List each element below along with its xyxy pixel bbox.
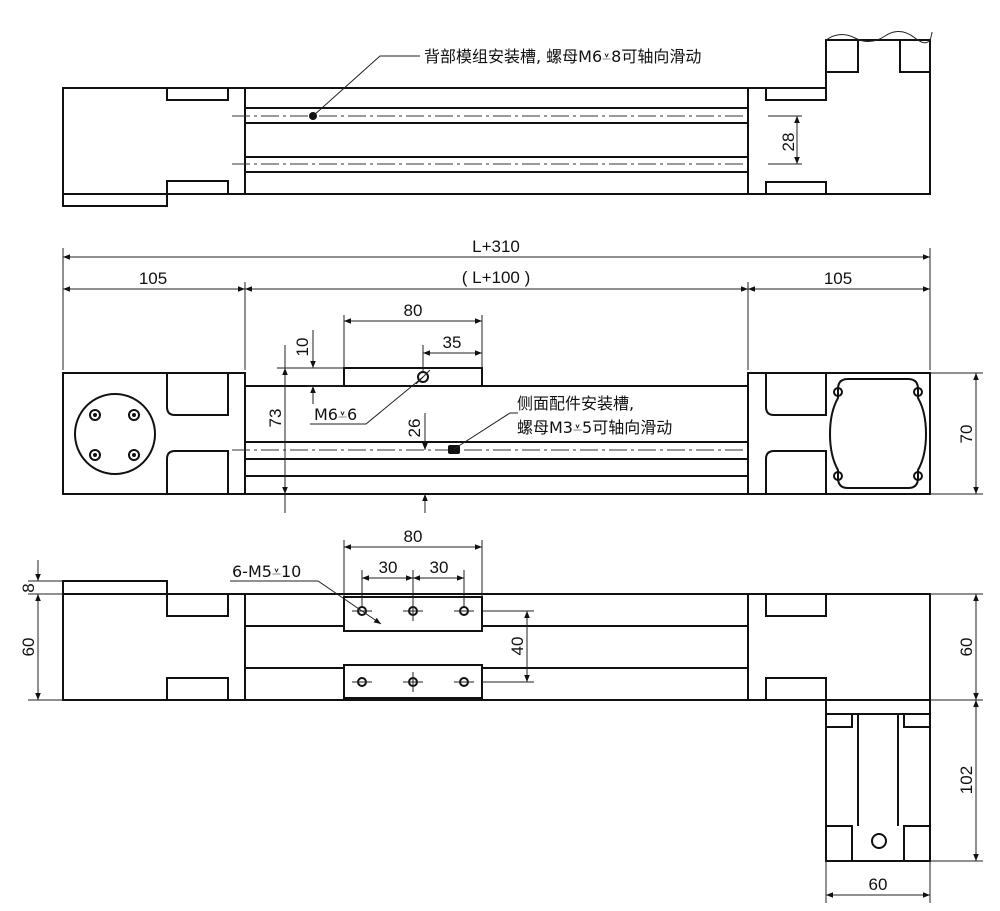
dim-73-label: 73	[266, 409, 285, 428]
bottom-right-notch-lower	[765, 677, 827, 700]
bottom-left-notch-lower	[166, 677, 229, 700]
side-right-notch-lower	[765, 450, 827, 494]
side-profile-body	[244, 385, 749, 495]
top-right-notch-lower	[765, 181, 827, 194]
top-left-notch-lower	[166, 180, 229, 194]
bottom-profile-body	[244, 593, 749, 701]
dim-80-mid-label: 80	[404, 301, 423, 320]
top-right-motor-notch-right	[899, 40, 930, 73]
motor-housing-tab-ul	[826, 713, 853, 728]
motor-housing-tab-ll	[826, 825, 853, 861]
motor-housing	[825, 699, 931, 862]
side-left-notch-upper	[166, 373, 229, 416]
side-view: 80 35 10 73 26 M6⩡6 侧面配件安装槽, 螺母M3⩡5可轴向滑动…	[62, 301, 983, 513]
overall-dimensions: L+310 105 ( L+100 ) 105	[62, 237, 931, 370]
dim-overall-label: L+310	[472, 237, 520, 256]
dim-30a-label: 30	[379, 558, 398, 577]
top-left-endcap	[62, 87, 246, 207]
motor-housing-hole	[871, 833, 887, 849]
bolt-icon	[128, 409, 140, 421]
top-left-notch-upper	[166, 88, 229, 101]
bottom-left-notch-upper	[166, 594, 229, 617]
dim-102-label: 102	[957, 766, 976, 794]
m6-note: M6⩡6	[314, 405, 357, 424]
bottom-right-endcap	[747, 593, 931, 701]
bolt-icon	[128, 449, 140, 461]
motor-housing-tab-ur	[903, 713, 930, 728]
motor-flange	[828, 378, 928, 489]
rear-slot-note: 背部模组安装槽, 螺母M6⩡8可轴向滑动	[424, 47, 701, 66]
dim-40-label: 40	[508, 637, 527, 656]
bolt-icon	[89, 449, 101, 461]
side-left-flange	[74, 393, 156, 475]
side-slot-leader	[453, 412, 518, 450]
dim-60-left-label: 60	[19, 638, 38, 657]
bottom-left-endcap	[62, 580, 246, 701]
dim-70-label: 70	[957, 425, 976, 444]
screw-icon	[833, 387, 843, 397]
top-right-motor-notch-left	[826, 40, 859, 73]
dim-right-105-label: 105	[824, 269, 852, 288]
dim-80-bottom-label: 80	[404, 527, 423, 546]
screw-icon	[833, 471, 843, 481]
m6-leader	[310, 376, 424, 425]
dim-left-105-label: 105	[139, 269, 167, 288]
carriage-mount-holes	[352, 601, 474, 692]
dim-10-label: 10	[293, 338, 312, 357]
dim-30b-label: 30	[430, 558, 449, 577]
side-slot-note-2: 螺母M3⩡5可轴向滑动	[517, 418, 672, 437]
side-slot-note-1: 侧面配件安装槽,	[517, 394, 634, 413]
bolt-icon	[89, 409, 101, 421]
flange-bolts	[89, 409, 140, 461]
side-carriage-plate	[343, 367, 483, 387]
m5-note: 6-M5⩡10	[232, 562, 301, 581]
screw-icon	[913, 387, 923, 397]
dim-26-label: 26	[405, 419, 424, 438]
dim-60-right-label: 60	[957, 638, 976, 657]
dim-8-label: 8	[19, 583, 38, 592]
dim-stroke-label: ( L+100 )	[462, 268, 531, 287]
side-left-notch-lower	[166, 450, 229, 494]
m5-leader	[230, 580, 382, 625]
top-right-endcap	[747, 39, 931, 195]
bottom-view: 80 30 30 6-M5⩡10 40 8 60 60 102	[19, 527, 983, 903]
screw-icon	[913, 471, 923, 481]
top-break-line	[825, 31, 933, 44]
rear-slot-leader	[312, 55, 420, 117]
dim-60-bottom-label: 60	[869, 875, 888, 894]
motor-housing-tab-lr	[903, 825, 930, 861]
top-view: 28 背部模组安装槽, 螺母M6⩡8可轴向滑动	[62, 31, 933, 207]
side-right-notch-upper	[765, 373, 827, 416]
top-right-notch-upper	[765, 88, 827, 101]
dim-28-label: 28	[779, 133, 798, 152]
top-profile-body	[244, 87, 749, 195]
dim-35-label: 35	[443, 333, 462, 352]
bottom-right-notch-upper	[765, 594, 827, 617]
